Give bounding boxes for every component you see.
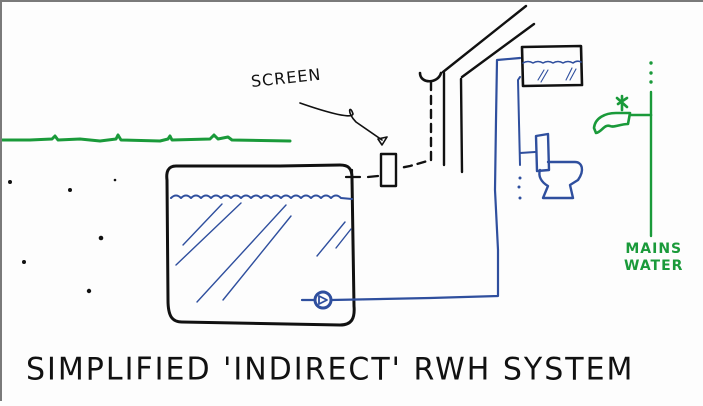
- header-tank: [520, 44, 584, 88]
- soil-dots: [8, 178, 117, 294]
- screen-filter: [379, 152, 398, 188]
- frame-top-edge: [0, 0, 703, 2]
- toilet: [534, 132, 584, 200]
- mains-water-label: MAINS WATER: [624, 241, 683, 275]
- screen-arrow-head: [377, 136, 388, 146]
- submersible-pump: [313, 290, 333, 310]
- mains-dots: [649, 61, 653, 84]
- downpipe: [398, 80, 433, 170]
- gutter: [418, 71, 443, 83]
- toilet-feed-pipe: [517, 76, 536, 166]
- tap: [592, 94, 653, 135]
- mains-label-line1: MAINS: [625, 241, 683, 257]
- feed-dots: [517, 176, 522, 200]
- underground-tank: [165, 163, 356, 327]
- ground-line: [0, 133, 292, 143]
- mains-label-line2: WATER: [624, 258, 684, 274]
- water-reflection-strokes: [175, 202, 352, 303]
- house: [441, 4, 536, 174]
- diagram-title: SIMPLIFIED 'INDIRECT' RWH SYSTEM: [26, 351, 635, 388]
- pump-delivery-pipe: [300, 56, 522, 302]
- tank-water-surface: [170, 194, 353, 200]
- screen-label-arrow: [299, 102, 383, 141]
- inlet-pipe: [344, 168, 380, 186]
- frame-left-edge: [0, 0, 2, 401]
